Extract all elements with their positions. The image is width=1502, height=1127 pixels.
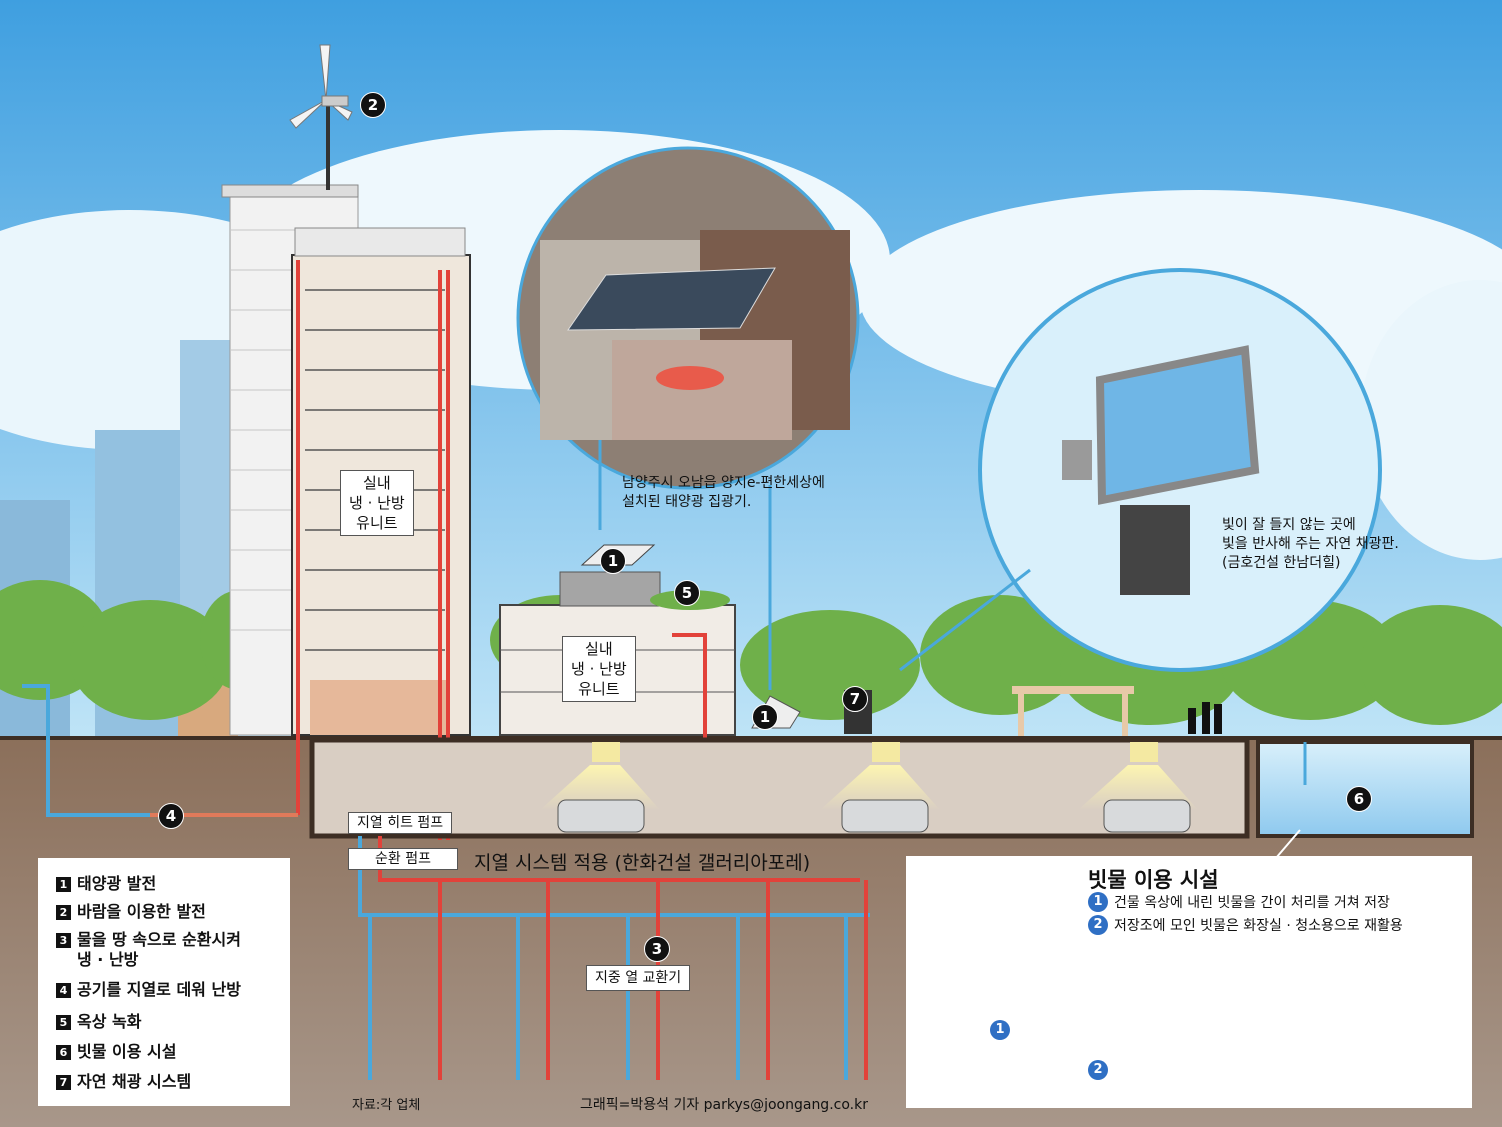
rainwater-item-2-marker: 2 — [1088, 915, 1108, 935]
marker-solar-roof: 1 — [600, 548, 626, 574]
circ-pump-label: 순환 펌프 — [348, 848, 458, 870]
marker-exchanger: 3 — [644, 936, 670, 962]
geo-heat-pump-label: 지열 히트 펌프 — [348, 812, 453, 834]
people — [1188, 702, 1222, 734]
rainwater-item-1-marker: 1 — [1088, 892, 1108, 912]
rainwater-item-2-text: 저장조에 모인 빗물은 화장실 · 청소용으로 재활용 — [1114, 918, 1403, 934]
marker-wind: 2 — [360, 92, 386, 118]
credit-note: 그래픽=박용석 기자 parkys@joongang.co.kr — [580, 1097, 868, 1113]
reflector-panel — [1095, 345, 1260, 505]
ground-exchanger-label: 지중 열 교환기 — [586, 965, 691, 991]
rainwater-panel: 빗물 이용 시설 1 건물 옥상에 내린 빗물을 간이 처리를 거쳐 저장 2 … — [906, 856, 1472, 1108]
marker-daylight: 7 — [842, 686, 868, 712]
rainwater-title: 빗물 이용 시설 — [1088, 868, 1219, 892]
cars — [557, 799, 1191, 833]
marker-air-pipe: 4 — [158, 803, 184, 829]
wind-turbine — [289, 44, 353, 129]
tank-marker-1: 1 — [990, 1020, 1010, 1040]
tank-marker-2: 2 — [1088, 1060, 1108, 1080]
marker-green-roof: 5 — [674, 580, 700, 606]
parking-garage — [309, 737, 1250, 839]
legend-item-continued: 냉 · 난방 — [77, 950, 139, 969]
cloud — [1360, 280, 1502, 560]
geo-system-title: 지열 시스템 적용 (한화건설 갤러리아포레) — [474, 852, 811, 874]
rainwater-item-1-text: 건물 옥상에 내린 빗물을 간이 처리를 거쳐 저장 — [1114, 895, 1390, 911]
marker-rain-tank: 6 — [1346, 786, 1372, 812]
marker-solar-ground: 1 — [752, 704, 778, 730]
source-note: 자료:각 업체 — [352, 1098, 421, 1113]
